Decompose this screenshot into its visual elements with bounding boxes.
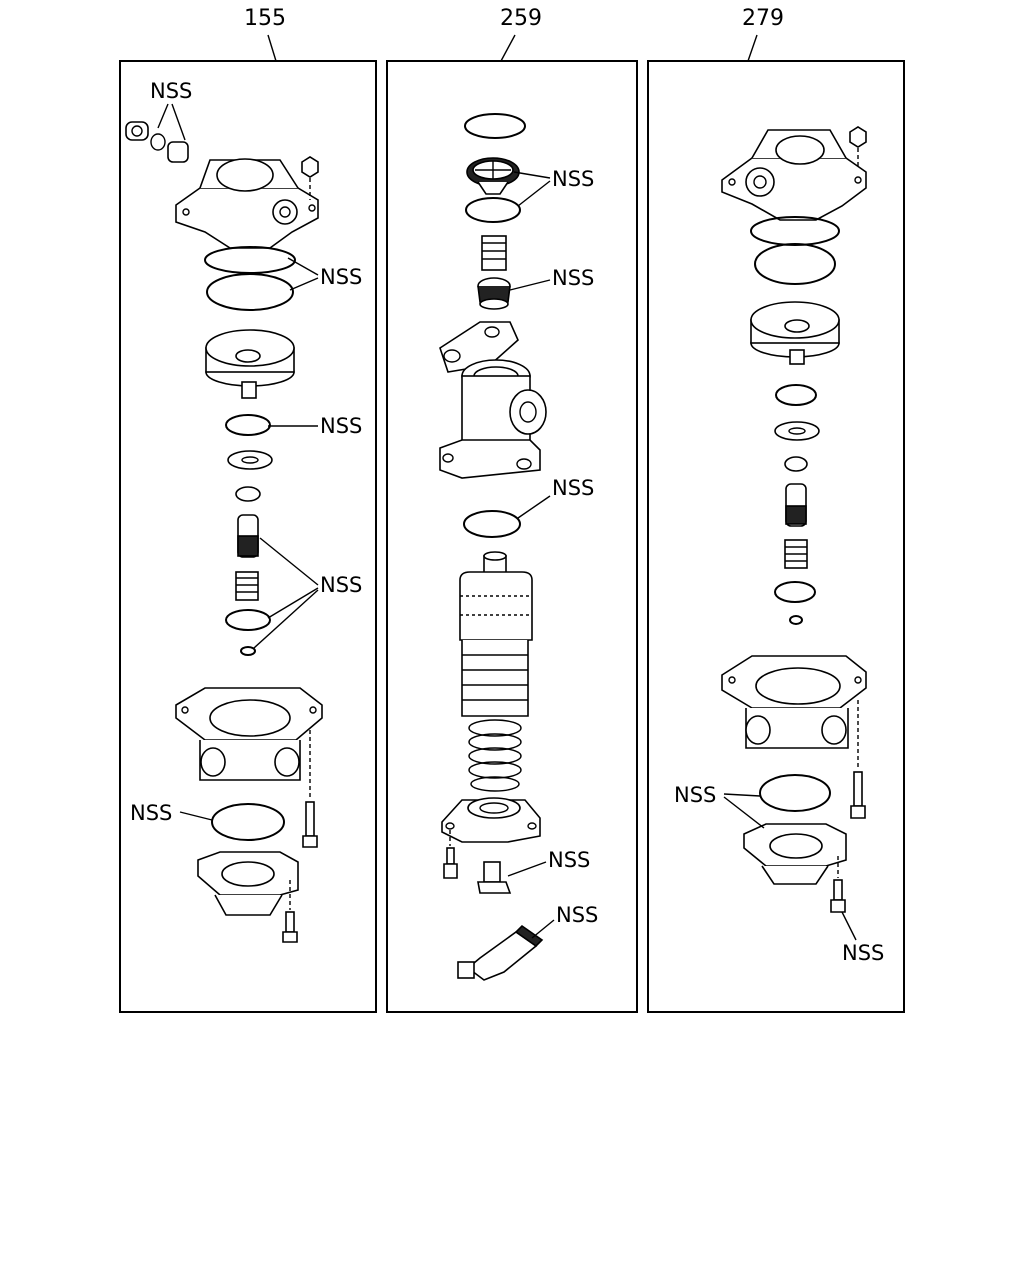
top-cover-part bbox=[721, 129, 867, 221]
spring-part bbox=[481, 235, 507, 271]
panel-279-callouts: NSS NSS bbox=[674, 783, 884, 965]
washer-part bbox=[227, 450, 273, 470]
piston-part bbox=[205, 329, 295, 399]
panel-279-parts bbox=[721, 126, 867, 913]
bolt-part bbox=[850, 700, 866, 819]
valve-body-part bbox=[175, 687, 323, 781]
bottom-cover-part bbox=[197, 851, 299, 916]
piston-part bbox=[750, 301, 840, 365]
bolt-part bbox=[443, 830, 458, 879]
o-ring-tiny-part bbox=[789, 615, 803, 625]
bushing-part bbox=[784, 456, 808, 472]
panel-279-ref: 279 bbox=[742, 6, 784, 31]
panel-259-frame bbox=[386, 60, 638, 1013]
nss-label: NSS bbox=[556, 903, 598, 927]
fitting-part bbox=[125, 121, 189, 163]
spring-large-part bbox=[468, 719, 522, 792]
nss-label: NSS bbox=[320, 414, 362, 438]
plunger-part bbox=[237, 514, 259, 558]
panel-155-ref: 155 bbox=[244, 6, 286, 31]
panel-155-callouts: NSS NSS NSS NSS NSS bbox=[130, 79, 362, 825]
panel-155-ref-leader bbox=[267, 34, 277, 62]
bushing-part bbox=[235, 486, 261, 502]
grease-tube-part bbox=[457, 924, 544, 981]
nut-part bbox=[849, 126, 867, 170]
panel-259-ref: 259 bbox=[500, 6, 542, 31]
o-ring-part bbox=[465, 197, 521, 223]
bolt-lower-part bbox=[282, 880, 298, 943]
nss-label: NSS bbox=[552, 266, 594, 290]
plunger-part bbox=[785, 483, 807, 527]
bolt-part bbox=[302, 730, 318, 848]
spring-part bbox=[784, 539, 808, 569]
o-ring-part bbox=[754, 243, 836, 285]
valve-disc-part bbox=[466, 157, 520, 195]
o-ring-small-part bbox=[774, 581, 816, 603]
nss-label: NSS bbox=[548, 848, 590, 872]
circlip-part bbox=[775, 384, 817, 406]
nss-label: NSS bbox=[320, 573, 362, 597]
nss-label: NSS bbox=[552, 476, 594, 500]
bottom-cover-part bbox=[743, 823, 847, 885]
nss-label: NSS bbox=[130, 801, 172, 825]
o-ring-large-part bbox=[211, 803, 285, 841]
o-ring-large-part bbox=[759, 774, 831, 812]
bolt-lower-part bbox=[830, 856, 846, 913]
snap-ring-part bbox=[750, 216, 840, 246]
panel-279-ref-leader bbox=[747, 34, 758, 62]
nss-label: NSS bbox=[552, 167, 594, 191]
o-ring-tiny-part bbox=[240, 646, 256, 656]
panel-155-parts bbox=[125, 121, 323, 943]
upper-housing-part bbox=[439, 321, 547, 479]
panel-155-frame bbox=[119, 60, 377, 1013]
circlip-part bbox=[225, 414, 271, 436]
spring-part bbox=[235, 571, 259, 601]
o-ring-part bbox=[463, 510, 521, 538]
snap-ring-part bbox=[204, 246, 296, 274]
nss-label: NSS bbox=[674, 783, 716, 807]
snap-ring-part bbox=[464, 113, 526, 139]
top-cover-part bbox=[175, 158, 319, 249]
washer-part bbox=[774, 421, 820, 441]
o-ring-part bbox=[206, 273, 294, 311]
nss-label: NSS bbox=[842, 941, 884, 965]
nss-label: NSS bbox=[320, 265, 362, 289]
valve-cap-part bbox=[477, 861, 512, 894]
nss-label: NSS bbox=[150, 79, 192, 103]
panel-259-parts bbox=[439, 113, 547, 981]
panel-279-frame bbox=[647, 60, 905, 1013]
valve-body-part bbox=[721, 655, 867, 749]
check-valve-part bbox=[477, 277, 511, 310]
base-plate-part bbox=[441, 797, 541, 843]
bellows-part bbox=[459, 551, 533, 717]
nut-part bbox=[301, 156, 319, 200]
panel-259-callouts: NSS NSS NSS NSS NSS bbox=[507, 167, 598, 939]
o-ring-small-part bbox=[225, 609, 271, 631]
panel-259-ref-leader bbox=[500, 34, 516, 62]
